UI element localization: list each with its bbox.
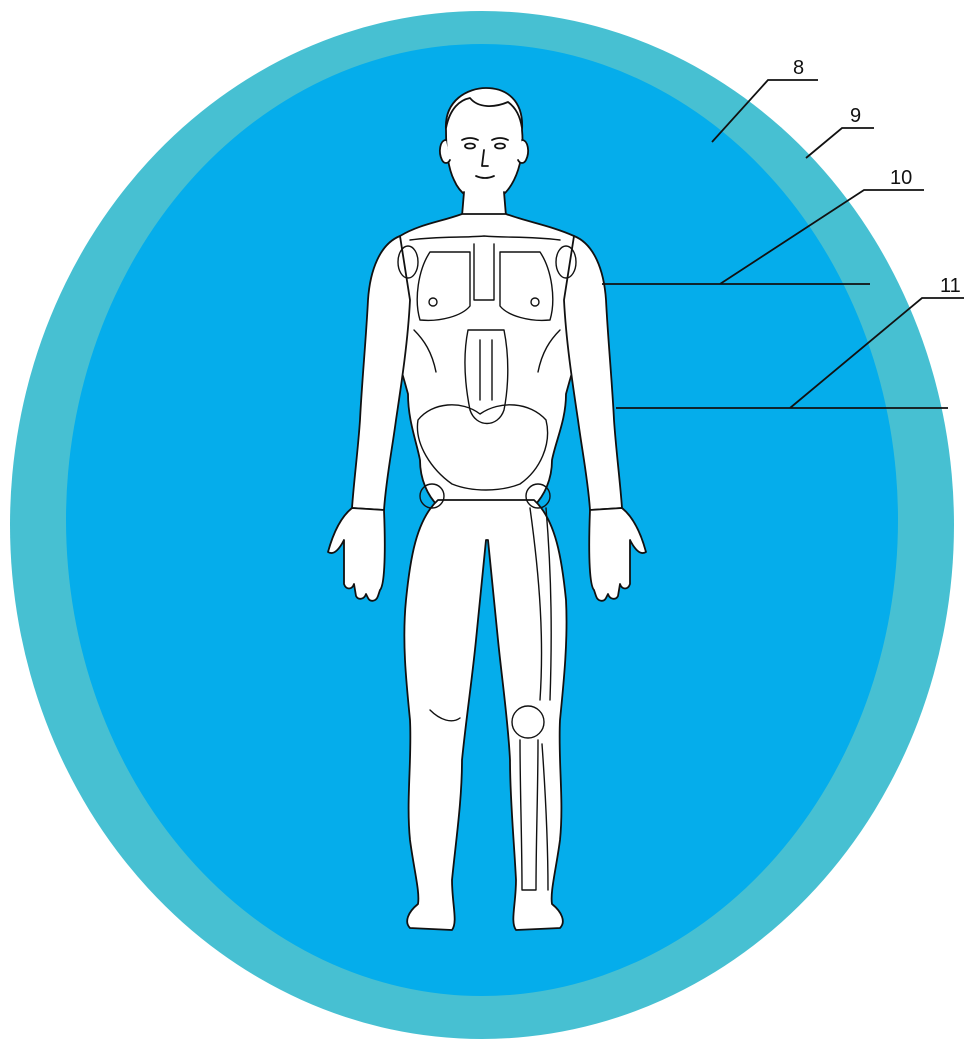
callout-label-8: 8: [793, 57, 804, 79]
callout-leader-9: [806, 128, 874, 158]
callout-label-10: 10: [890, 167, 912, 189]
callout-label-9: 9: [850, 105, 861, 127]
callout-label-11: 11: [940, 275, 961, 297]
